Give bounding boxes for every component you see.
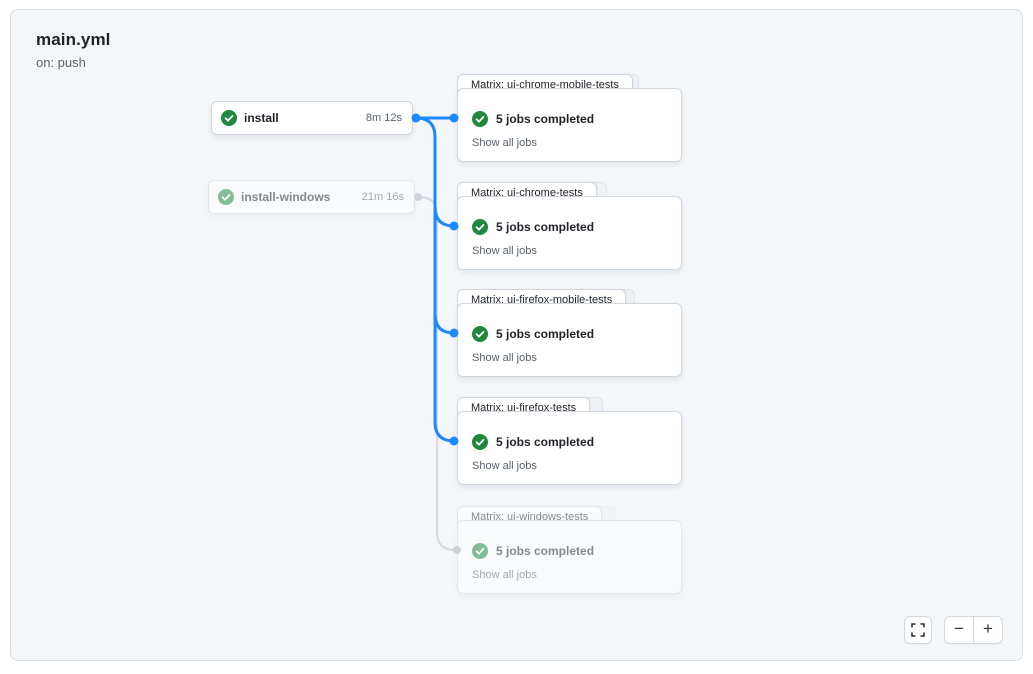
matrix-card[interactable]: 5 jobs completed Show all jobs (457, 303, 682, 377)
show-all-jobs-link[interactable]: Show all jobs (472, 460, 537, 472)
matrix-group-ui-firefox-tests: Matrix: ui-firefox-tests 5 jobs complete… (457, 397, 682, 485)
edge-install-to-chrome (415, 116, 455, 228)
zoom-controls: − + (944, 616, 1003, 644)
zoom-in-button[interactable]: + (973, 617, 1002, 643)
matrix-summary: 5 jobs completed (496, 327, 595, 341)
matrix-group-ui-firefox-mobile-tests: Matrix: ui-firefox-mobile-tests 5 jobs c… (457, 289, 682, 377)
job-duration: 21m 16s (361, 191, 404, 203)
matrix-summary: 5 jobs completed (496, 544, 595, 558)
job-duration: 8m 12s (365, 112, 402, 124)
fullscreen-button[interactable] (904, 616, 932, 644)
show-all-jobs-link[interactable]: Show all jobs (472, 569, 537, 581)
workflow-header: main.yml on: push (36, 30, 111, 70)
job-node-install[interactable]: install 8m 12s (211, 101, 413, 135)
success-check-icon (218, 189, 234, 205)
matrix-card[interactable]: 5 jobs completed Show all jobs (457, 520, 682, 594)
edge-install-windows-to-windows-tests (418, 196, 457, 551)
workflow-trigger: on: push (36, 55, 86, 70)
matrix-card[interactable]: 5 jobs completed Show all jobs (457, 411, 682, 485)
matrix-group-ui-chrome-tests: Matrix: ui-chrome-tests 5 jobs completed… (457, 182, 682, 270)
matrix-summary: 5 jobs completed (496, 435, 595, 449)
matrix-summary: 5 jobs completed (496, 112, 595, 126)
edge-install-to-firefox (433, 270, 455, 443)
show-all-jobs-link[interactable]: Show all jobs (472, 245, 537, 257)
zoom-out-button[interactable]: − (945, 617, 973, 643)
success-check-icon (472, 543, 488, 559)
success-check-icon (472, 219, 488, 235)
job-name: install-windows (241, 190, 331, 204)
edge-install-to-firefox-mobile (433, 160, 455, 335)
success-check-icon (472, 434, 488, 450)
success-check-icon (472, 326, 488, 342)
connector-dot-faded (414, 193, 422, 201)
workflow-file-title: main.yml (36, 30, 111, 49)
workflow-graph-canvas[interactable]: main.yml on: push install 8m 12s install… (10, 9, 1023, 661)
matrix-summary: 5 jobs completed (496, 220, 595, 234)
matrix-group-ui-chrome-mobile-tests: Matrix: ui-chrome-mobile-tests 5 jobs co… (457, 74, 682, 162)
matrix-card[interactable]: 5 jobs completed Show all jobs (457, 196, 682, 270)
matrix-card[interactable]: 5 jobs completed Show all jobs (457, 88, 682, 162)
success-check-icon (221, 110, 237, 126)
job-node-install-windows[interactable]: install-windows 21m 16s (208, 180, 415, 214)
show-all-jobs-link[interactable]: Show all jobs (472, 352, 537, 364)
show-all-jobs-link[interactable]: Show all jobs (472, 137, 537, 149)
fullscreen-icon (911, 623, 925, 637)
job-name: install (244, 111, 279, 125)
success-check-icon (472, 111, 488, 127)
matrix-group-ui-windows-tests: Matrix: ui-windows-tests 5 jobs complete… (457, 506, 682, 594)
